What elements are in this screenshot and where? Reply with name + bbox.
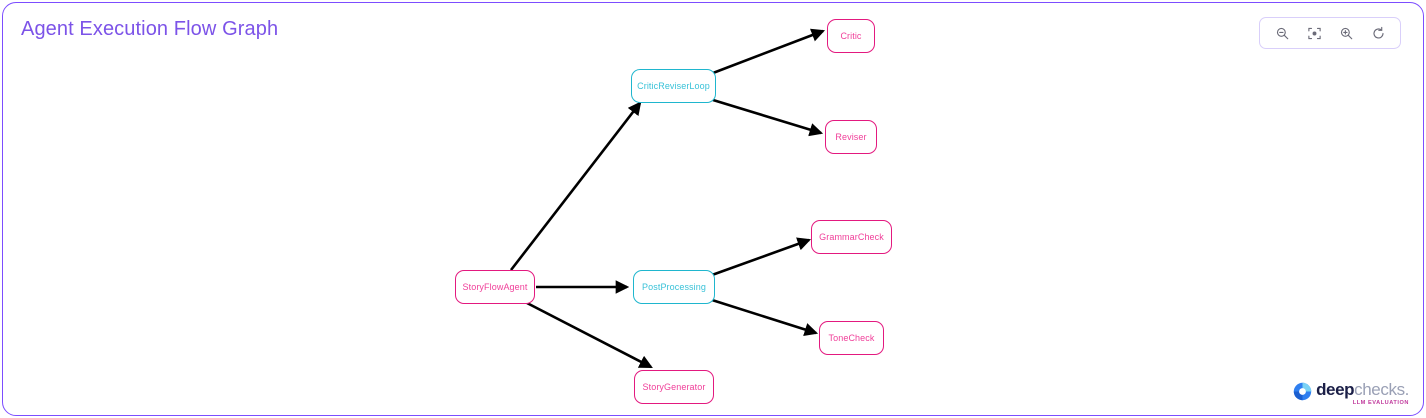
logo-word-checks: checks. [1354,380,1409,400]
page-title: Agent Execution Flow Graph [21,18,279,40]
graph-node-grammarcheck[interactable]: GrammarCheck [811,220,892,254]
fit-view-icon [1307,26,1322,41]
edge-postprocessing-grammarcheck [711,237,812,277]
deepchecks-mark-icon [1293,382,1312,406]
graph-node-tonecheck[interactable]: ToneCheck [819,321,884,355]
graph-node-storyflowagent[interactable]: StoryFlowAgent [455,270,535,304]
graph-canvas[interactable]: StoryFlowAgent CriticReviserLoop PostPro… [3,3,1423,415]
reset-button[interactable] [1362,18,1394,48]
edge-storyflowagent-storygenerator [526,301,653,369]
graph-node-label: PostProcessing [642,282,706,292]
graph-node-label: Reviser [835,132,867,142]
graph-node-critic[interactable]: Critic [827,19,875,53]
zoom-out-icon [1275,26,1290,41]
deepchecks-wordmark: deepchecks. LLM EVALUATION [1316,381,1409,407]
deepchecks-logo: deepchecks. LLM EVALUATION [1293,381,1409,407]
logo-word-deep: deep [1316,380,1355,400]
logo-subtitle: LLM EVALUATION [1352,400,1409,407]
graph-node-storygenerator[interactable]: StoryGenerator [634,370,714,404]
graph-node-label: StoryGenerator [642,382,706,392]
graph-node-label: ToneCheck [828,333,875,343]
zoom-out-button[interactable] [1266,18,1298,48]
graph-node-label: Critic [840,31,862,41]
fit-view-button[interactable] [1298,18,1330,48]
zoom-in-button[interactable] [1330,18,1362,48]
graph-edges [509,28,826,369]
edge-criticreviserloop-critic [712,28,826,75]
graph-node-label: CriticReviserLoop [637,81,710,91]
reset-icon [1371,26,1386,41]
graph-toolbar [1259,17,1401,49]
graph-node-criticreviserloop[interactable]: CriticReviserLoop [631,69,716,103]
graph-node-postprocessing[interactable]: PostProcessing [633,270,715,304]
edge-storyflowagent-criticreviserloop [509,101,642,271]
graph-node-reviser[interactable]: Reviser [825,120,877,154]
edge-postprocessing-tonecheck [711,298,819,337]
graph-node-label: GrammarCheck [819,232,884,242]
zoom-in-icon [1339,26,1354,41]
graph-node-label: StoryFlowAgent [462,282,528,292]
edge-criticreviserloop-reviser [712,98,824,137]
